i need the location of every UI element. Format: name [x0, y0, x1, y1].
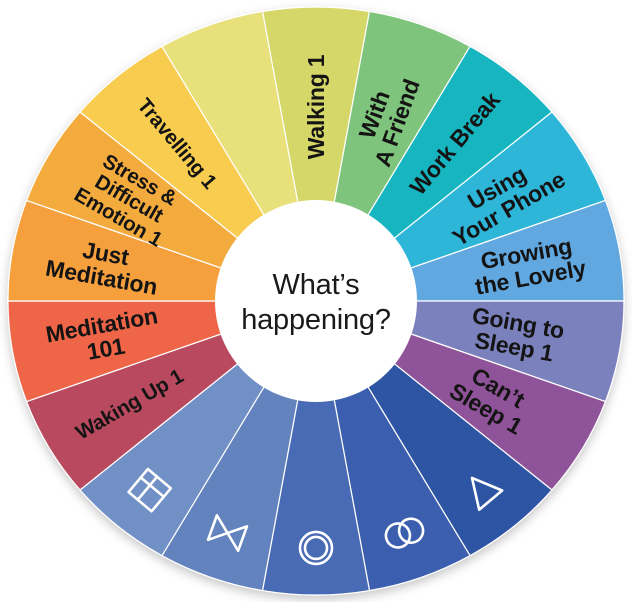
hub-title-line-1: What’s	[273, 269, 360, 301]
svg-text:Walking 1: Walking 1	[303, 54, 329, 159]
wheel-label-going-to-sleep: Going toSleep 1	[466, 302, 566, 368]
wheel-label-line: Walking 1	[303, 54, 329, 159]
svg-text:Going toSleep 1: Going toSleep 1	[466, 302, 566, 368]
hub-title-line-2: happening?	[241, 304, 391, 336]
bowtie-icon	[206, 514, 249, 553]
triangle-icon	[470, 476, 504, 512]
wheel-hub[interactable]	[215, 200, 417, 402]
wheel-label-walking: Walking 1	[303, 54, 329, 159]
window-icon	[127, 467, 173, 513]
double-circle-icon	[298, 530, 334, 566]
venn-circles-icon	[384, 517, 425, 549]
